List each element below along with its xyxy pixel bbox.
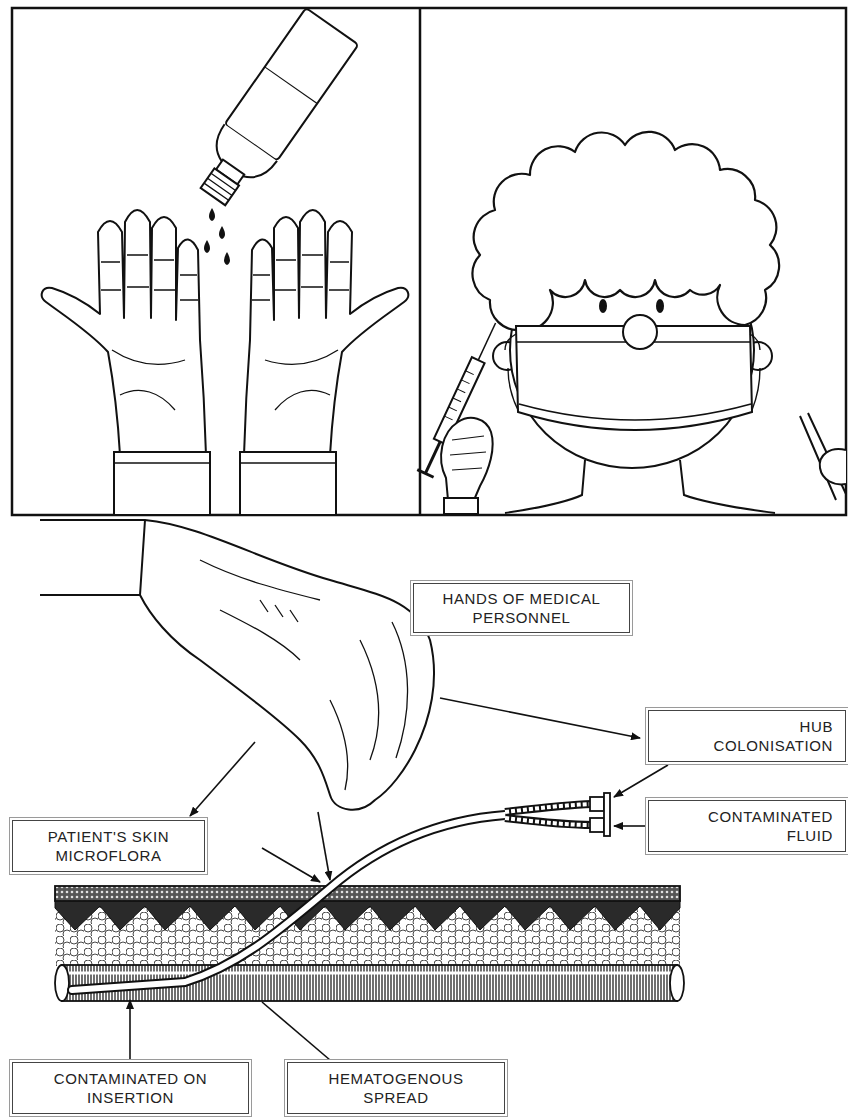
cap-threads bbox=[204, 173, 235, 200]
vessel-end bbox=[670, 965, 684, 1001]
leader-arrow bbox=[440, 698, 640, 738]
box-label: CONTAMINATED FLUID bbox=[693, 807, 833, 845]
leader-arrow bbox=[129, 1000, 131, 1060]
fat-layer bbox=[55, 900, 680, 966]
leader-arrow bbox=[190, 742, 255, 816]
holding-hand bbox=[820, 449, 846, 484]
leader-arrow bbox=[318, 812, 330, 880]
glove-cuff bbox=[444, 498, 478, 514]
bottle-cap bbox=[201, 168, 239, 205]
forceps bbox=[800, 413, 846, 500]
disinfectant-bottle bbox=[187, 8, 359, 215]
glove-fingers bbox=[450, 436, 486, 470]
panel-divider bbox=[419, 8, 422, 515]
label-box: HEMATOGENOUS SPREAD bbox=[287, 1062, 505, 1114]
box-label: PATIENT'S SKIN MICROFLORA bbox=[21, 827, 196, 865]
leader-arrow bbox=[262, 848, 320, 882]
liquid-level bbox=[265, 67, 317, 104]
mask-bands bbox=[517, 342, 751, 420]
left-hand bbox=[42, 210, 210, 515]
box-label: HUB COLONISATION bbox=[711, 717, 833, 755]
gloved-hand bbox=[441, 418, 493, 500]
box-label: CONTAMINATED ON INSERTION bbox=[43, 1069, 218, 1107]
surgical-cap bbox=[473, 132, 780, 331]
tubing-outline bbox=[505, 804, 592, 825]
vessel-lumen bbox=[62, 972, 677, 975]
needle bbox=[478, 323, 495, 360]
leader-arrow bbox=[614, 825, 646, 827]
plunger bbox=[425, 442, 440, 474]
tubing-coil bbox=[505, 804, 592, 825]
panel-frame bbox=[12, 8, 846, 515]
box-label: HANDS OF MEDICAL PERSONNEL bbox=[428, 589, 615, 627]
nose bbox=[623, 315, 657, 349]
box-label: HEMATOGENOUS SPREAD bbox=[310, 1069, 482, 1107]
label-box: CONTAMINATED ON INSERTION bbox=[12, 1062, 249, 1114]
hub-port bbox=[590, 797, 604, 811]
hub-flange bbox=[604, 793, 610, 836]
arm-lines bbox=[40, 520, 145, 595]
graduations bbox=[444, 371, 473, 420]
dermal-ridges bbox=[55, 900, 680, 930]
hub-port bbox=[590, 818, 604, 832]
hand-shading bbox=[200, 560, 408, 790]
right-hand bbox=[240, 210, 408, 515]
leader-arrow bbox=[614, 765, 668, 797]
gloveless-hand bbox=[140, 520, 434, 810]
label-box: PATIENT'S SKIN MICROFLORA bbox=[12, 820, 205, 872]
vessel-end bbox=[55, 965, 69, 1001]
label-box: HUB COLONISATION bbox=[648, 710, 846, 762]
label-box: CONTAMINATED FLUID bbox=[648, 800, 846, 852]
leader-line bbox=[262, 1002, 330, 1060]
drops bbox=[204, 208, 230, 265]
bottle-body bbox=[225, 8, 359, 161]
label-box: HANDS OF MEDICAL PERSONNEL bbox=[413, 583, 630, 633]
eye bbox=[599, 299, 607, 313]
plunger-cap bbox=[417, 470, 433, 478]
epidermis bbox=[55, 886, 680, 901]
eye bbox=[656, 299, 664, 313]
